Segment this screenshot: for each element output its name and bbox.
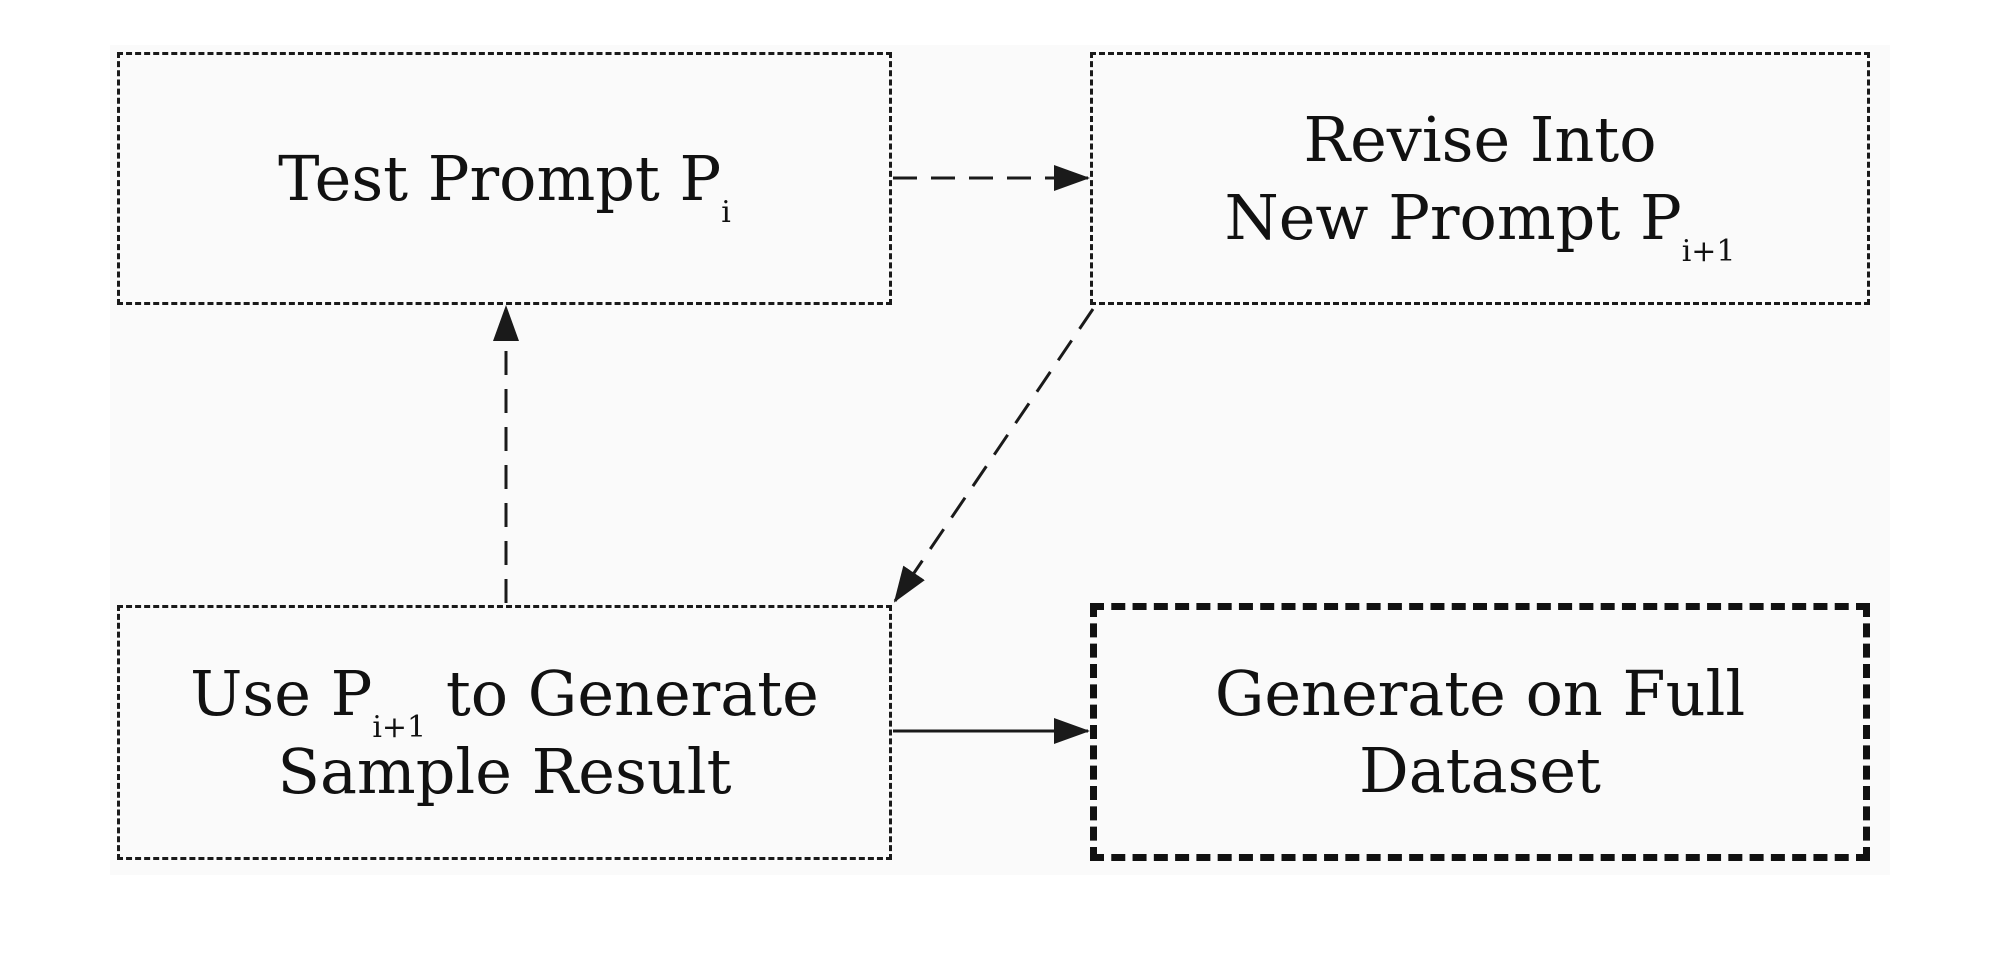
test-prompt-node: Test Prompt Pi [117, 52, 892, 305]
revise-prompt-node: Revise Into New Prompt Pi+1 [1090, 52, 1870, 305]
test-prompt-subscript: i [721, 194, 731, 230]
use-line-1: Use Pi+1 to Generate [190, 655, 819, 743]
full-line-1: Generate on Full [1214, 656, 1746, 730]
use-subscript: i+1 [372, 710, 427, 745]
full-dataset-node: Generate on Full Dataset [1090, 603, 1870, 861]
revise-line-2-text: New Prompt P [1224, 180, 1682, 254]
use-line-2: Sample Result [277, 734, 732, 808]
revise-subscript: i+1 [1681, 233, 1736, 269]
use-line-1-pre: Use P [190, 657, 373, 730]
use-line-1-post: to Generate [426, 657, 819, 730]
test-prompt-label: Test Prompt Pi [278, 140, 731, 228]
full-line-2: Dataset [1359, 734, 1601, 807]
revise-line-1: Revise Into [1303, 103, 1657, 176]
use-prompt-node: Use Pi+1 to Generate Sample Result [117, 605, 892, 860]
test-prompt-text: Test Prompt P [278, 141, 722, 215]
revise-line-2: New Prompt Pi+1 [1224, 179, 1735, 267]
